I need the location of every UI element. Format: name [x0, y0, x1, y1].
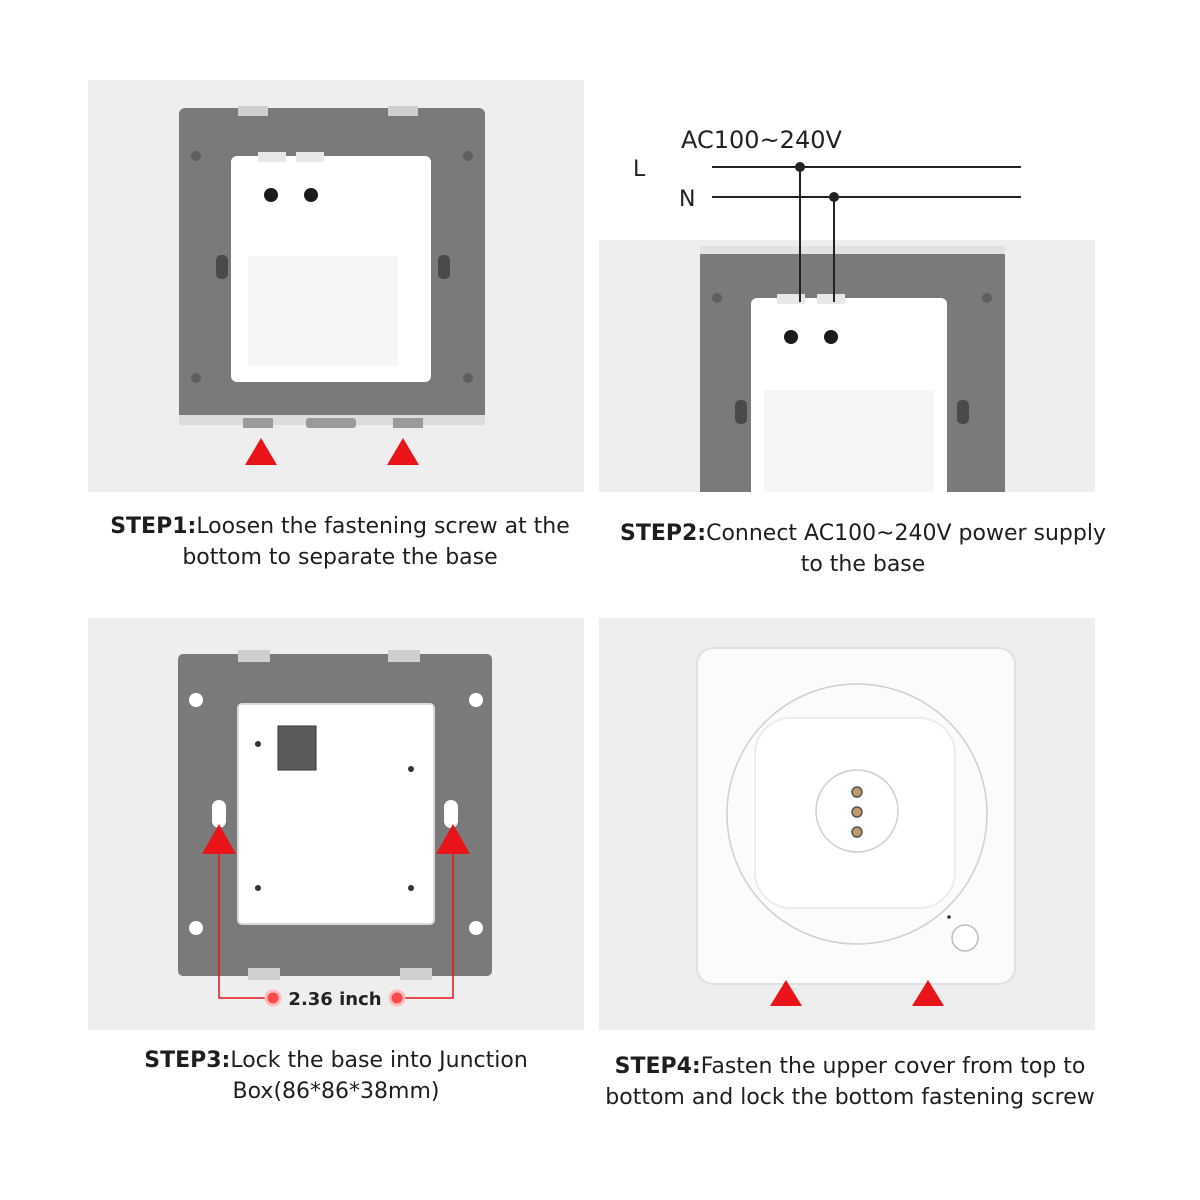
assembled-cover-diagram	[696, 647, 1016, 1006]
connector-socket	[277, 725, 317, 771]
arrow-up-marker	[770, 980, 802, 1006]
arrow-up-marker	[202, 824, 236, 854]
cover-ring	[726, 683, 988, 945]
wiring-diagram: AC100~240V L N	[599, 80, 1095, 492]
step2-lead: STEP2:	[619, 521, 707, 546]
dimension-label: 2.36 inch	[288, 989, 381, 1010]
dimension-line	[218, 854, 268, 999]
step2-text: Connect AC100~240V power supply to the b…	[706, 521, 1106, 577]
reset-button-icon	[951, 924, 979, 952]
step4-lead: STEP4:	[614, 1054, 701, 1079]
terminal-l	[784, 330, 798, 344]
junction-box-diagram: 2.36 inch	[178, 650, 492, 1010]
step3-text: Lock the base into Junction Box(86*86*38…	[230, 1048, 528, 1104]
pogo-pin	[851, 826, 863, 838]
pogo-pin	[851, 806, 863, 818]
power-module	[237, 703, 435, 925]
step2-caption: STEP2:Connect AC100~240V power supply to…	[615, 518, 1111, 580]
arrow-up-marker	[912, 980, 944, 1006]
voltage-label: AC100~240V	[681, 126, 842, 154]
pogo-pin	[851, 786, 863, 798]
step2-image: AC100~240V L N	[599, 80, 1095, 492]
base-back-diagram	[179, 106, 485, 465]
step1-image	[88, 80, 584, 492]
step4-text: Fasten the upper cover from top to botto…	[605, 1054, 1095, 1110]
arrow-up-marker	[436, 824, 470, 854]
line-label: L	[633, 157, 646, 182]
step3-caption: STEP3:Lock the base into Junction Box(86…	[88, 1045, 584, 1107]
dimension-line	[404, 854, 454, 999]
step3-lead: STEP3:	[144, 1048, 231, 1073]
step3-image: 2.36 inch	[88, 618, 584, 1030]
step1-text: Loosen the fastening screw at the bottom…	[182, 514, 570, 570]
arrow-up-marker	[387, 438, 419, 465]
terminal-n	[824, 330, 838, 344]
step4-caption: STEP4:Fasten the upper cover from top to…	[600, 1051, 1100, 1113]
step1-caption: STEP1:Loosen the fastening screw at the …	[92, 511, 588, 573]
terminal-l	[264, 188, 278, 202]
terminal-n	[304, 188, 318, 202]
step4-image	[599, 618, 1095, 1030]
arrow-up-marker	[245, 438, 277, 465]
step1-lead: STEP1:	[110, 514, 197, 539]
neutral-label: N	[679, 187, 695, 212]
